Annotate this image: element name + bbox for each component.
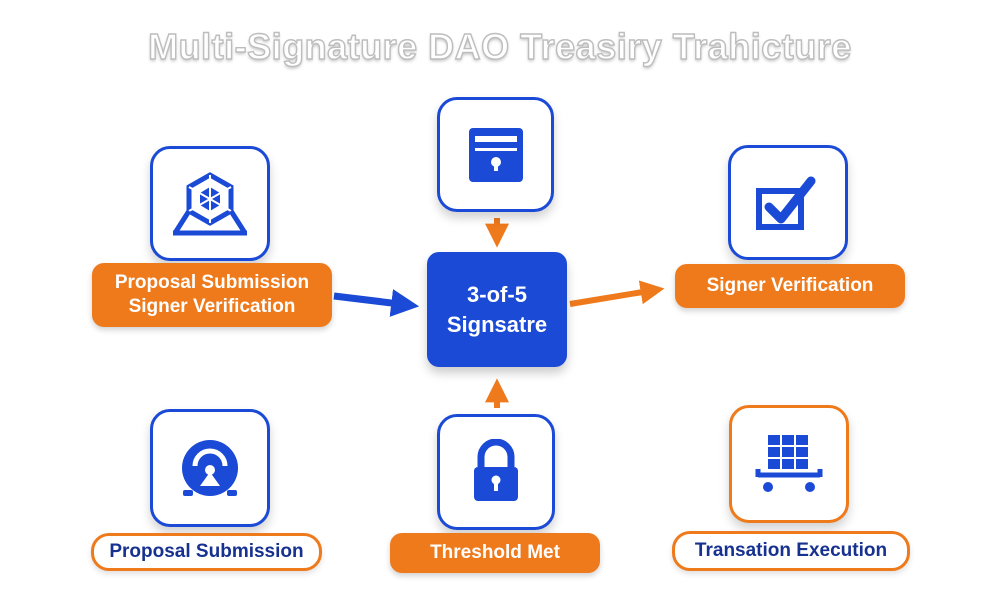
center-line2: Signsatre (446, 311, 548, 337)
center-line1: 3-of-5 (467, 281, 527, 307)
ledger-cart-icon (755, 435, 823, 492)
label-left-bottom: Proposal Submission (91, 533, 322, 571)
card-bottom-left (150, 409, 270, 527)
label-left-top-line1: Proposal Submission (114, 272, 310, 293)
label-right-top-text: Signer Verification (706, 275, 874, 296)
arrow-center-to-right (569, 280, 665, 307)
padlock-icon (474, 439, 518, 501)
card-top-center (437, 97, 554, 212)
hexagon-node-icon (172, 171, 248, 235)
label-center-bottom-text: Threshold Met (430, 542, 560, 563)
label-right-bottom-text: Transation Execution (694, 540, 888, 561)
card-bottom-right (729, 405, 849, 523)
diagram-title: Multi-Signature DAO Treasiry Trahicture (147, 25, 852, 67)
label-left-top: Proposal Submission Signer Verification (92, 263, 332, 327)
card-top-right (728, 145, 848, 260)
label-left-bottom-text: Proposal Submission (109, 541, 304, 562)
checkbox-check-icon (756, 176, 816, 230)
label-right-bottom: Transation Execution (672, 531, 910, 571)
label-center-bottom: Threshold Met (390, 533, 600, 573)
label-left-top-line2: Signer Verification (128, 296, 296, 317)
card-top-left (150, 146, 270, 261)
center-threshold-box: 3-of-5 Signsatre (427, 252, 567, 367)
arrow-left-to-center (333, 289, 420, 317)
card-bottom-center (437, 414, 555, 530)
signer-avatar-icon (182, 440, 238, 496)
label-right-top: Signer Verification (675, 264, 905, 308)
locked-vault-card-icon (468, 127, 523, 182)
